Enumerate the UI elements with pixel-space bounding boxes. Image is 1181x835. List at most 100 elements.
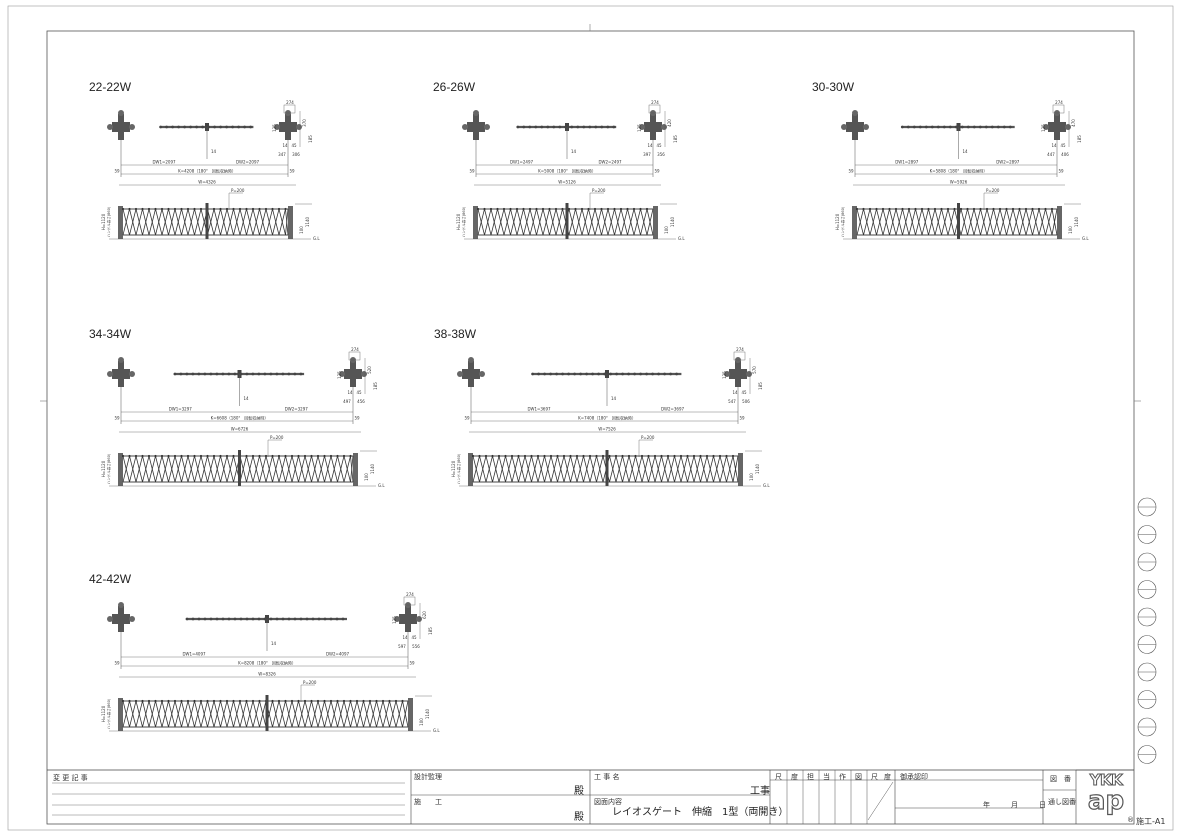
lattice-bar: [330, 455, 338, 483]
elev-post: [852, 206, 857, 239]
ykk-ap-logo: YKK ap: [1080, 772, 1132, 820]
post-knob: [118, 110, 124, 116]
dim-59: 59: [464, 416, 470, 421]
lattice-bar: [497, 208, 505, 236]
gate-link: [537, 372, 540, 376]
gate-link: [281, 617, 285, 621]
dim-59: 59: [848, 169, 854, 174]
lattice-bar: [726, 455, 734, 483]
lattice-bar: [278, 208, 286, 236]
dim-14b: 14: [347, 390, 353, 395]
gate-link: [245, 617, 249, 621]
gate-link: [341, 617, 345, 621]
dim-59: 59: [654, 169, 660, 174]
lattice-bar: [536, 208, 544, 236]
lattice-pin: [561, 207, 564, 211]
lattice-bar: [732, 455, 739, 483]
lattice-bar: [524, 455, 532, 483]
lattice-pin: [167, 699, 170, 703]
lattice-bar: [220, 455, 228, 483]
lattice-bar: [304, 700, 312, 728]
lattice-pin: [497, 454, 501, 458]
h-label: H=1120: [451, 460, 456, 477]
dim-14b: 14: [647, 143, 653, 148]
dim-depth: 620: [422, 611, 427, 619]
gate-link: [191, 372, 195, 376]
dim-274: 274: [736, 347, 744, 352]
gate-link: [213, 125, 217, 129]
dim-59: 59: [409, 661, 415, 666]
gate-link: [966, 125, 970, 129]
lattice-pin: [862, 207, 865, 211]
dim-box: [1052, 104, 1065, 114]
lattice-bar: [129, 455, 137, 483]
gate-link: [645, 372, 648, 376]
dim-1140: 1140: [1074, 216, 1079, 227]
lattice-bar: [402, 700, 409, 728]
lattice-bar: [719, 455, 727, 483]
lattice-bar: [226, 700, 234, 728]
h-label: H=1120: [835, 213, 840, 230]
lattice-pin: [381, 699, 385, 703]
post-stem: [118, 114, 124, 140]
gate-link: [543, 372, 546, 376]
lattice-bar: [330, 700, 338, 728]
lattice-bar: [155, 700, 163, 728]
approval-label: 御承認印: [900, 773, 928, 781]
dw2-label: DW2=2897: [996, 160, 1020, 165]
gate-link: [195, 125, 199, 129]
dim-59: 59: [1058, 169, 1064, 174]
lattice-bar: [934, 208, 942, 236]
gate-link: [984, 125, 988, 129]
dim-depth: 570: [752, 366, 757, 374]
dim-d2: 456: [357, 399, 365, 404]
p-label: P=200: [303, 680, 317, 685]
gate-link: [287, 617, 291, 621]
dim-274: 274: [286, 100, 294, 105]
lattice-pin: [199, 454, 203, 458]
post-plan: [457, 357, 485, 387]
dw1-label: DW1=4097: [182, 652, 206, 657]
lattice-bar: [337, 700, 345, 728]
lattice-bar: [648, 455, 656, 483]
lattice-pin: [128, 207, 131, 211]
dw1-label: DW1=2097: [152, 160, 176, 165]
lattice-pin: [232, 207, 235, 211]
lattice-pin: [271, 207, 274, 211]
lattice-pin: [329, 454, 333, 458]
lattice-bar: [667, 455, 675, 483]
elev-post: [118, 453, 123, 486]
lattice-bar: [311, 455, 319, 483]
lattice-bar: [343, 455, 351, 483]
post-knob: [107, 616, 113, 622]
gate-link: [570, 125, 574, 129]
gate-link: [930, 125, 934, 129]
lattice-pin: [160, 207, 164, 211]
lattice-pin: [128, 699, 131, 703]
dw2-label: DW2=3697: [661, 407, 685, 412]
logo-bottom: ap: [1087, 786, 1125, 816]
gate-link: [621, 372, 624, 376]
gate-link: [912, 125, 916, 129]
lattice-bar: [317, 455, 325, 483]
lattice-bar: [350, 455, 354, 483]
elev-post: [468, 453, 473, 486]
lattice-bar: [687, 455, 695, 483]
lattice-pin: [712, 454, 715, 458]
dim-d1: 547: [728, 399, 736, 404]
gate-link: [179, 372, 183, 376]
gate-link: [287, 372, 291, 376]
gate-link: [669, 372, 672, 376]
dim-185: 185: [428, 627, 433, 635]
lattice-pin: [979, 207, 982, 211]
k-label: K=6608（180° 回転収納時）: [211, 415, 269, 421]
lattice-pin: [355, 699, 359, 703]
dim-d2: 356: [657, 152, 665, 157]
gate-link: [293, 617, 297, 621]
lattice-bar: [220, 208, 228, 236]
lattice-bar: [601, 208, 609, 236]
dim-45: 45: [356, 390, 362, 395]
lattice-pin: [154, 699, 157, 703]
lattice-bar: [148, 700, 156, 728]
